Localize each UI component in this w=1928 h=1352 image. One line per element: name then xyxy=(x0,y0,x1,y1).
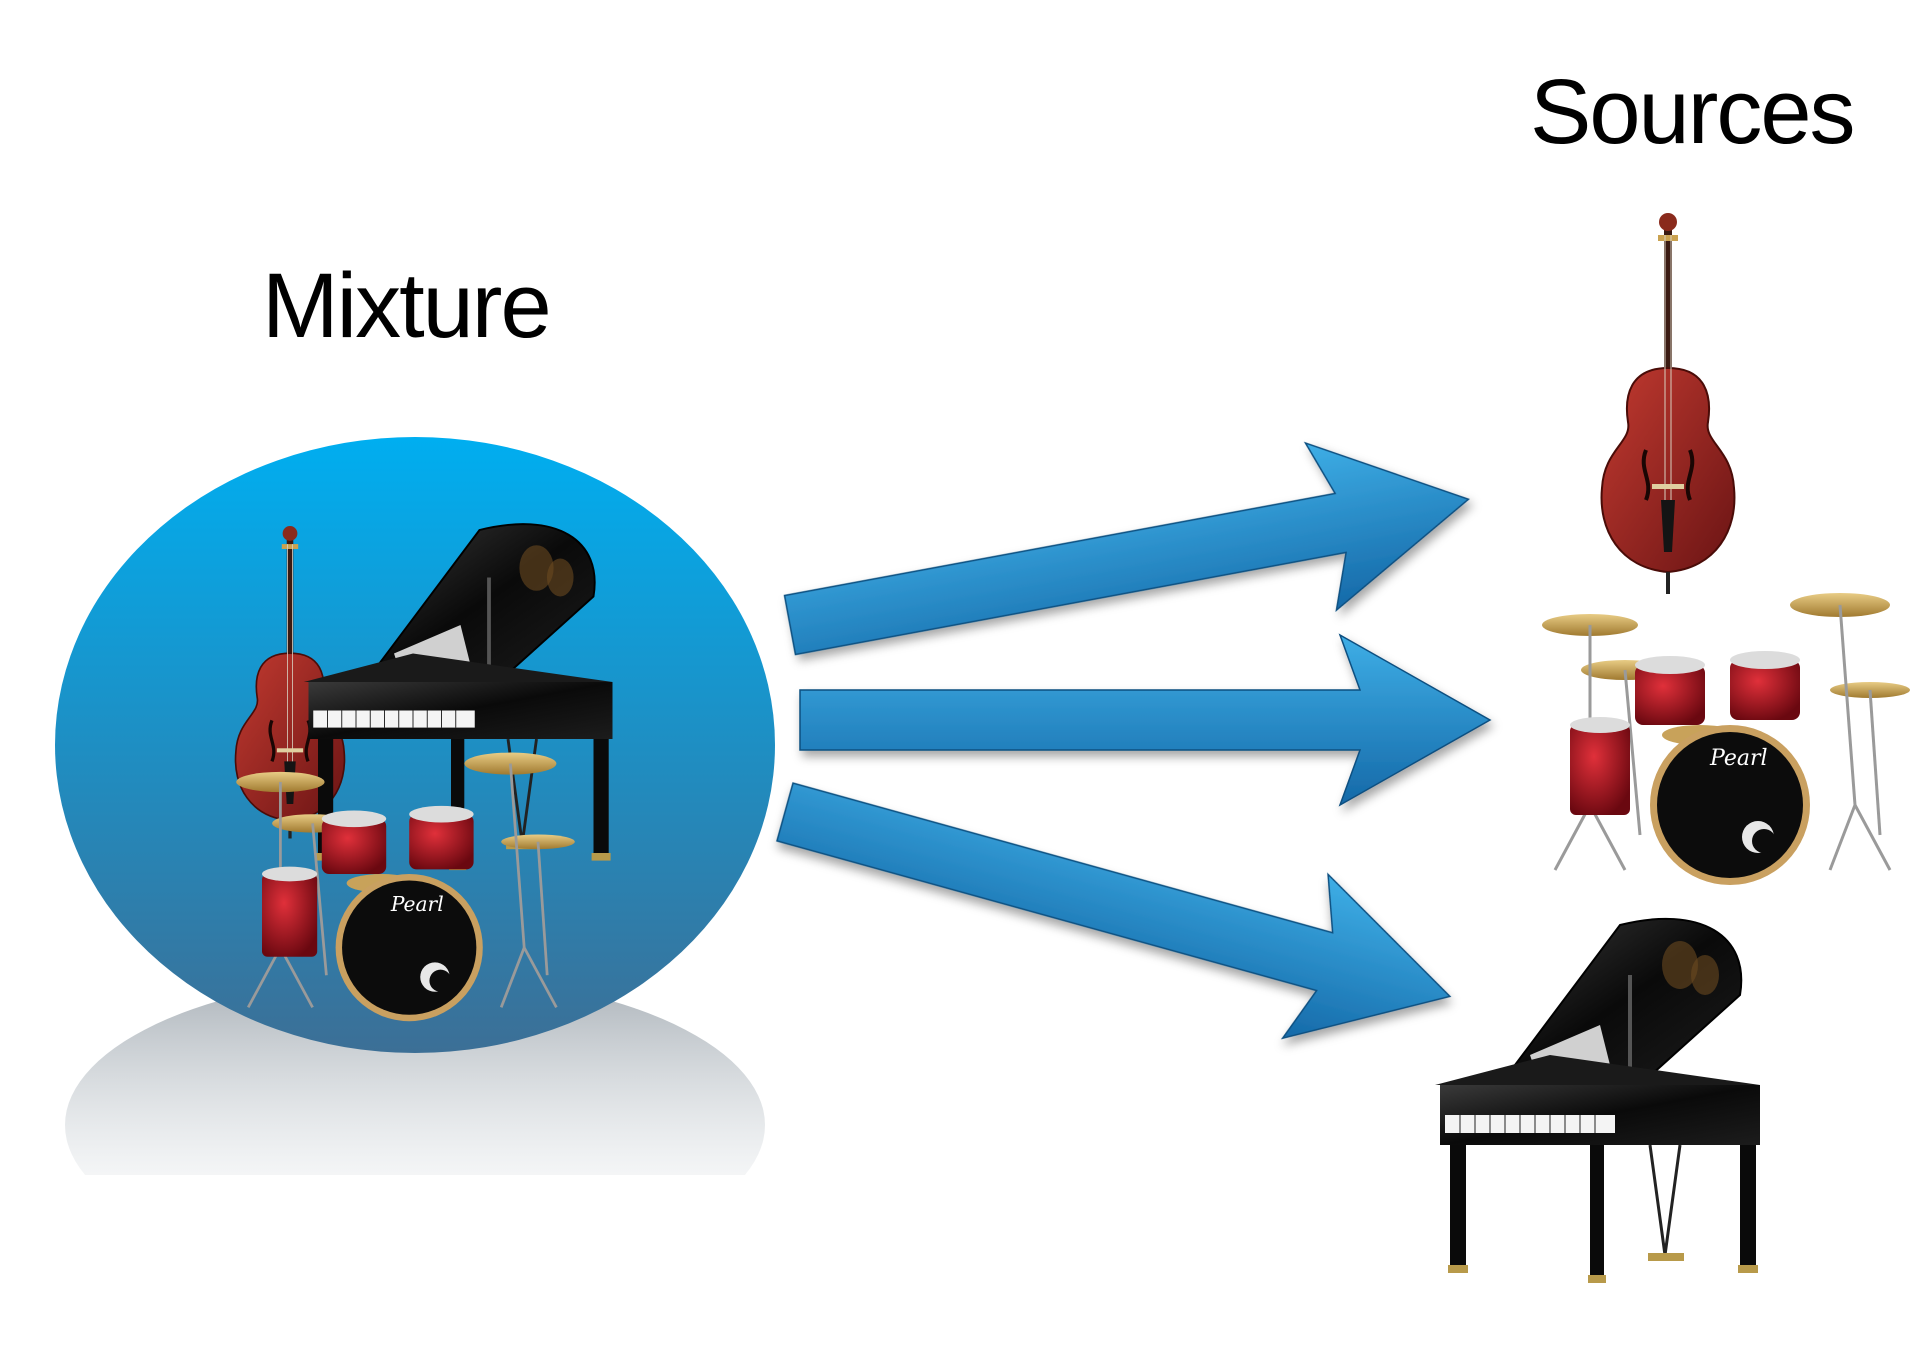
sources-label: Sources xyxy=(1530,61,1855,163)
source-drums-icon xyxy=(1540,591,1912,887)
source-bass-icon xyxy=(1599,211,1737,596)
mixture-label: Mixture xyxy=(262,255,552,357)
source-piano-icon xyxy=(1433,916,1762,1285)
arrow-to-drums-icon xyxy=(799,634,1491,806)
